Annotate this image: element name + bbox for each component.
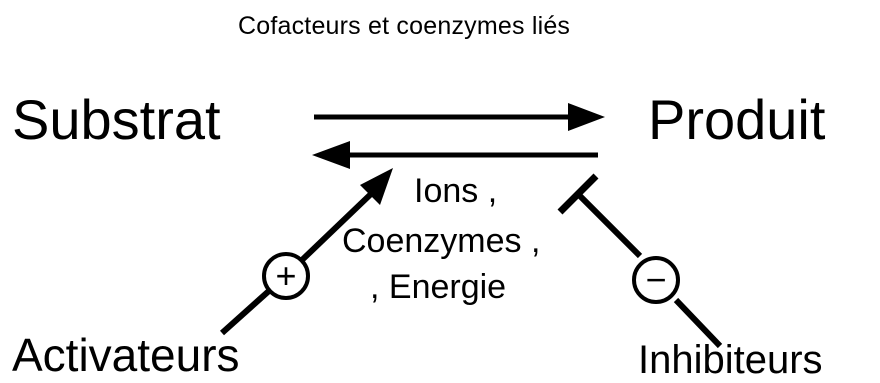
inhibitor-line (557, 173, 723, 349)
cofactor-coenzymes-label: Coenzymes , (342, 222, 541, 260)
plus-icon: + (275, 255, 297, 296)
minus-icon: − (645, 259, 667, 300)
product-label: Produit (648, 88, 826, 151)
inhibitors-label: Inhibiteurs (638, 338, 823, 382)
activation-circle (262, 252, 310, 300)
activator-arrow (219, 168, 393, 336)
cofactor-ions-label: Ions , (414, 172, 498, 210)
substrate-label: Substrat (12, 88, 221, 151)
reverse-arrow (312, 141, 598, 169)
cofactor-energie-label: , Energie (370, 268, 507, 306)
activators-label: Activateurs (12, 329, 240, 381)
diagram-title: Cofacteurs et coenzymes liés (238, 12, 571, 40)
forward-arrow (314, 103, 605, 131)
inhibition-circle (632, 256, 680, 304)
